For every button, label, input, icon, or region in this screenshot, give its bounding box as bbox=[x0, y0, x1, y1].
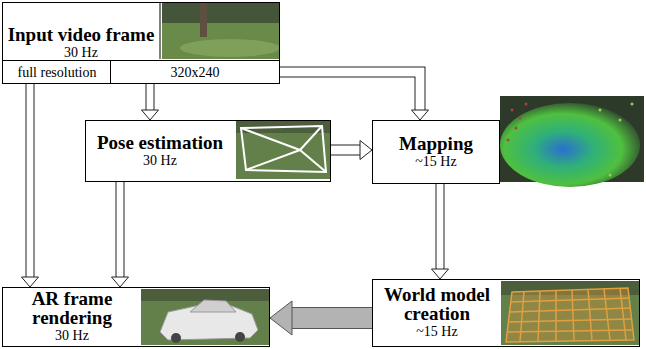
process-box: Pose estimation30 Hz bbox=[85, 120, 331, 182]
rate-label: 30 Hz bbox=[64, 45, 98, 61]
resolution-cell: full resolution bbox=[3, 60, 111, 84]
arrow-shaft bbox=[147, 84, 154, 111]
flow-arrow bbox=[432, 184, 449, 279]
process-title: Pose estimation bbox=[97, 133, 223, 152]
resolution-label: 320x240 bbox=[171, 64, 220, 82]
resolution-cell: 320x240 bbox=[111, 60, 279, 84]
process-box: Mapping~15 Hz bbox=[372, 120, 500, 184]
process-box: World model creation~15 Hz bbox=[372, 279, 640, 347]
arrow-head bbox=[112, 277, 129, 287]
arrow-shaft bbox=[279, 72, 420, 111]
rate-label: ~15 Hz bbox=[416, 324, 457, 340]
arrow-shaft bbox=[117, 182, 124, 278]
arrow-head bbox=[22, 277, 39, 287]
arrow-shaft bbox=[437, 184, 444, 270]
flow-arrow bbox=[22, 84, 39, 287]
rate-label: 30 Hz bbox=[143, 153, 177, 169]
wireframe-photo bbox=[236, 121, 330, 179]
rate-label: ~15 Hz bbox=[415, 154, 456, 170]
process-box: AR frame rendering30 Hz bbox=[2, 287, 270, 347]
depth-map bbox=[500, 96, 644, 187]
mesh-photo bbox=[501, 281, 639, 345]
arrow-outline bbox=[279, 72, 420, 111]
process-title: Mapping bbox=[399, 134, 473, 153]
rate-label: 30 Hz bbox=[55, 328, 89, 344]
arrow-head bbox=[360, 141, 372, 160]
arrow-outline bbox=[146, 84, 155, 111]
input-photo bbox=[162, 3, 280, 59]
arrow-shaft bbox=[331, 146, 361, 155]
arrow-head bbox=[412, 110, 429, 120]
flow-arrow bbox=[142, 84, 159, 120]
arrow-outline bbox=[436, 184, 445, 270]
resolution-label: full resolution bbox=[18, 64, 97, 82]
text-column: Pose estimation30 Hz bbox=[86, 121, 234, 181]
arrow-head bbox=[142, 110, 159, 120]
divider-line bbox=[160, 2, 161, 59]
process-title: World model creation bbox=[377, 285, 497, 323]
process-title: AR frame rendering bbox=[7, 289, 137, 327]
flow-arrow bbox=[331, 141, 372, 160]
arrow-outline bbox=[292, 307, 373, 329]
flow-arrow bbox=[279, 72, 429, 120]
arrow-head bbox=[432, 269, 449, 279]
arrow-shaft bbox=[27, 84, 34, 278]
arrow-outline bbox=[26, 84, 35, 278]
process-title: Input video frame bbox=[8, 25, 155, 44]
arrow-outline bbox=[116, 182, 125, 278]
arrow-head bbox=[270, 301, 292, 335]
arrow-shaft bbox=[292, 308, 373, 328]
text-column: Mapping~15 Hz bbox=[373, 121, 499, 183]
text-column: full resolution bbox=[3, 61, 111, 84]
text-column: World model creation~15 Hz bbox=[373, 280, 501, 346]
arrow-outline bbox=[331, 145, 361, 156]
text-column: AR frame rendering30 Hz bbox=[3, 288, 141, 346]
flow-arrow bbox=[112, 182, 129, 287]
model-arrow bbox=[270, 301, 372, 335]
car-photo bbox=[141, 289, 269, 345]
input-box: Input video frame30 Hz full resolution 320… bbox=[2, 2, 280, 84]
text-column: 320x240 bbox=[111, 61, 279, 84]
